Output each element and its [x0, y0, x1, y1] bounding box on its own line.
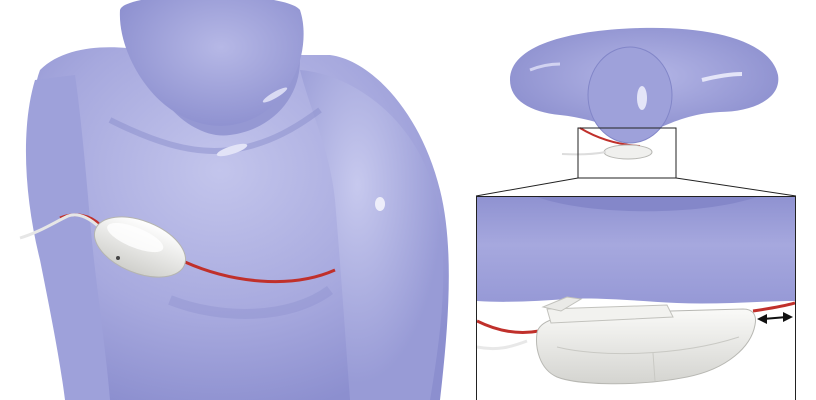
- zoomed-detail-view-panel: [476, 196, 796, 400]
- zoom-connector-left: [476, 178, 578, 196]
- torso-illustration: [0, 0, 470, 400]
- top-device: [604, 145, 652, 159]
- top-head: [588, 47, 672, 143]
- device-port: [116, 256, 120, 260]
- double-arrow-icon: [757, 312, 793, 324]
- top-view-illustration: [470, 0, 816, 196]
- zoom-device: [537, 297, 756, 384]
- arm-highlight: [375, 197, 385, 211]
- top-cable: [562, 152, 606, 154]
- top-down-view-panel: [470, 0, 816, 196]
- chest-front-view-panel: [0, 0, 470, 400]
- zoom-connector-right: [676, 178, 796, 196]
- top-head-highlight: [637, 86, 647, 110]
- zoom-illustration: [477, 197, 795, 400]
- zoom-cable: [477, 341, 527, 349]
- zoom-body-surface: [477, 197, 795, 304]
